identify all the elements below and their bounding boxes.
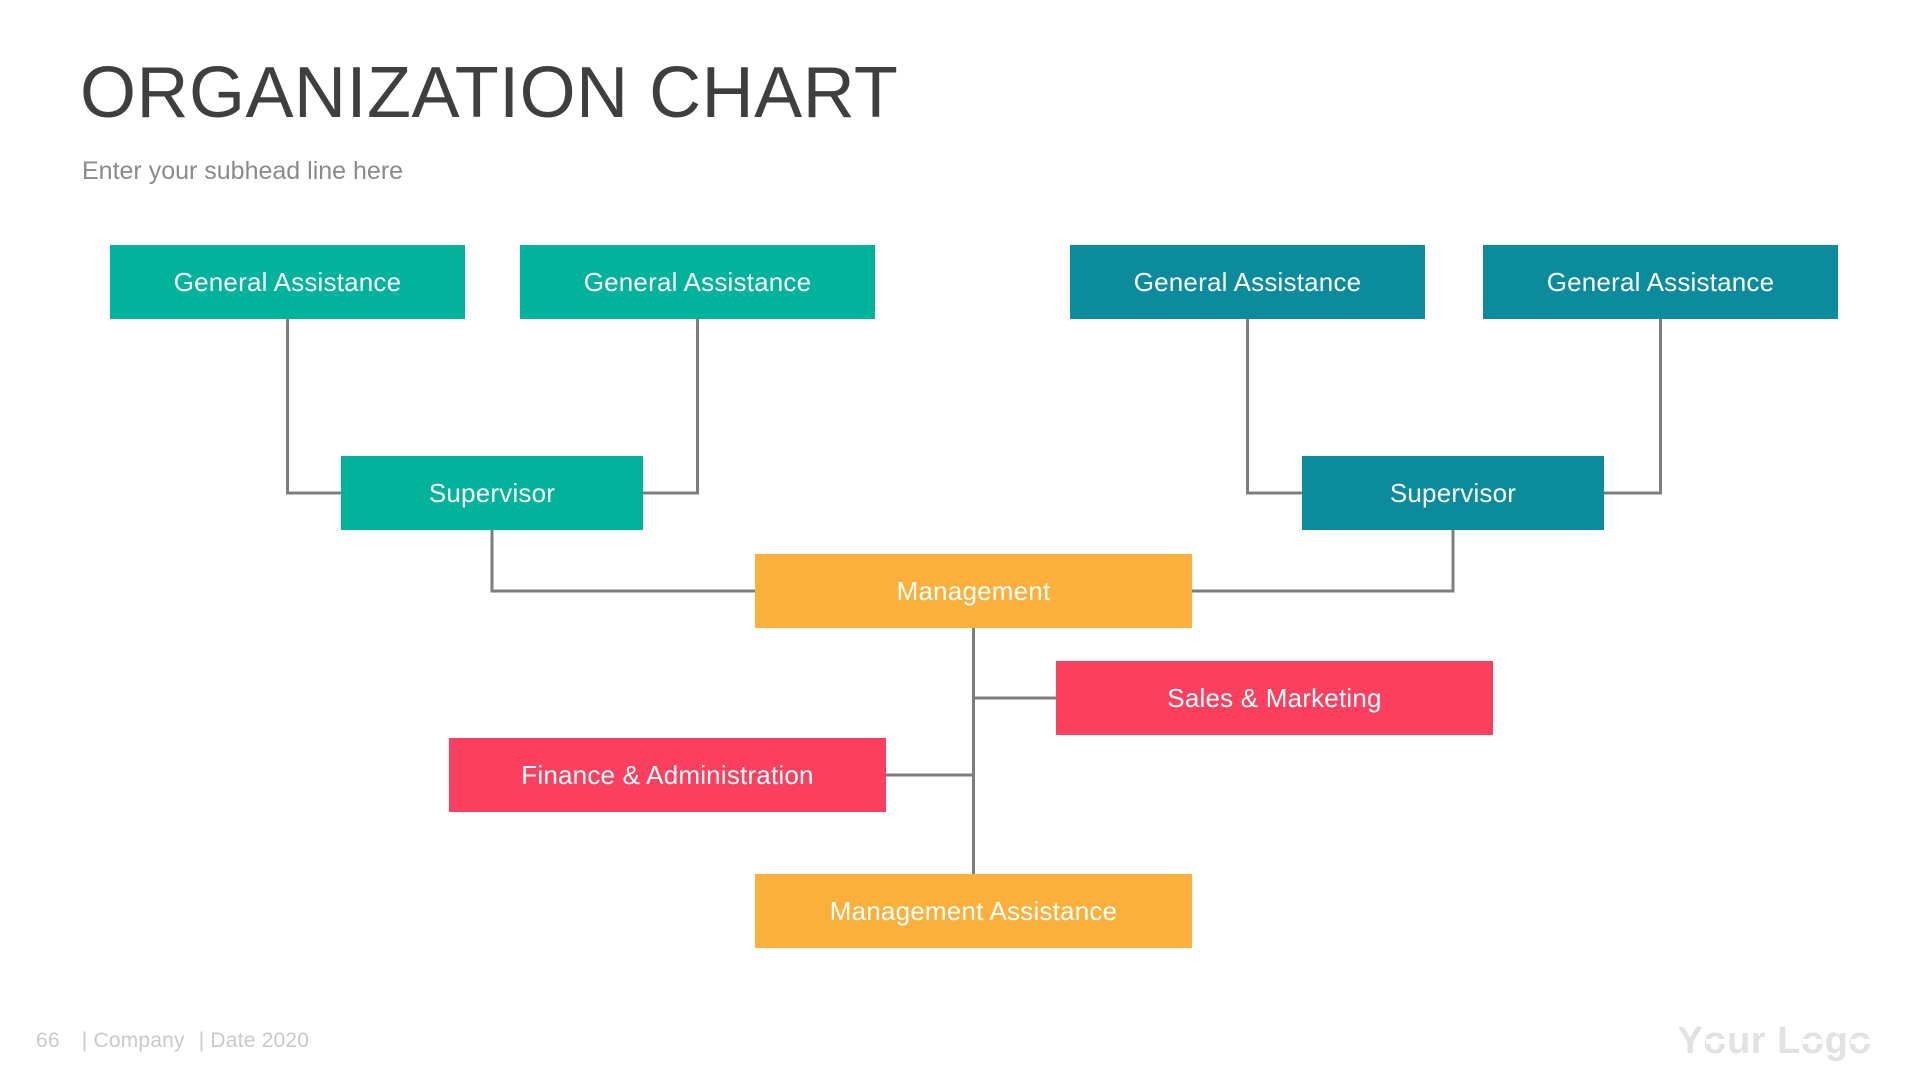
logo-o-glyph-1: o: [1703, 1020, 1728, 1062]
org-node-label: General Assistance: [173, 267, 402, 297]
logo-text-part1: Y: [1677, 1020, 1704, 1062]
edge-sup-left-to-management: [490, 530, 755, 593]
org-node-sup-left[interactable]: Supervisor: [341, 456, 643, 530]
org-node-label: General Assistance: [1546, 267, 1775, 297]
org-node-label: Management Assistance: [829, 896, 1118, 926]
org-node-mgmt-asst[interactable]: Management Assistance: [755, 874, 1192, 948]
logo-o-glyph-2: o: [1800, 1020, 1825, 1062]
logo-text-part2: ur L: [1727, 1020, 1801, 1062]
logo-text-part3: g: [1824, 1020, 1849, 1062]
footer: 66 | Company | Date 2020: [36, 1029, 309, 1053]
your-logo: Your Logo: [1677, 1022, 1872, 1060]
org-node-finance[interactable]: Finance & Administration: [449, 738, 886, 812]
footer-company: | Company: [81, 1029, 185, 1052]
org-node-ga-left-2[interactable]: General Assistance: [520, 245, 875, 319]
org-node-label: Finance & Administration: [521, 760, 814, 790]
footer-page-number: 66: [36, 1029, 60, 1052]
org-node-sales[interactable]: Sales & Marketing: [1056, 661, 1493, 735]
org-node-management[interactable]: Management: [755, 554, 1192, 628]
org-node-label: Supervisor: [428, 478, 556, 508]
logo-o-glyph-3: o: [1848, 1020, 1872, 1062]
page-subhead: Enter your subhead line here: [82, 157, 404, 185]
org-node-label: General Assistance: [1133, 267, 1362, 297]
edge-ga-right-1-to-sup-right: [1246, 319, 1302, 495]
edge-ga-left-2-to-sup-left: [643, 319, 699, 495]
org-node-label: Supervisor: [1389, 478, 1517, 508]
org-node-ga-right-2[interactable]: General Assistance: [1483, 245, 1838, 319]
page-title: ORGANIZATION CHART: [80, 53, 899, 133]
edge-ga-left-1-to-sup-left: [286, 319, 341, 495]
edge-ga-right-2-to-sup-right: [1604, 319, 1662, 495]
org-node-sup-right[interactable]: Supervisor: [1302, 456, 1604, 530]
org-node-label: General Assistance: [583, 267, 812, 297]
footer-date: | Date 2020: [198, 1029, 310, 1052]
org-node-label: Management: [896, 576, 1051, 606]
edge-sup-right-to-management: [1192, 530, 1455, 593]
org-node-ga-left-1[interactable]: General Assistance: [110, 245, 465, 319]
org-node-label: Sales & Marketing: [1167, 683, 1382, 713]
org-node-ga-right-1[interactable]: General Assistance: [1070, 245, 1425, 319]
